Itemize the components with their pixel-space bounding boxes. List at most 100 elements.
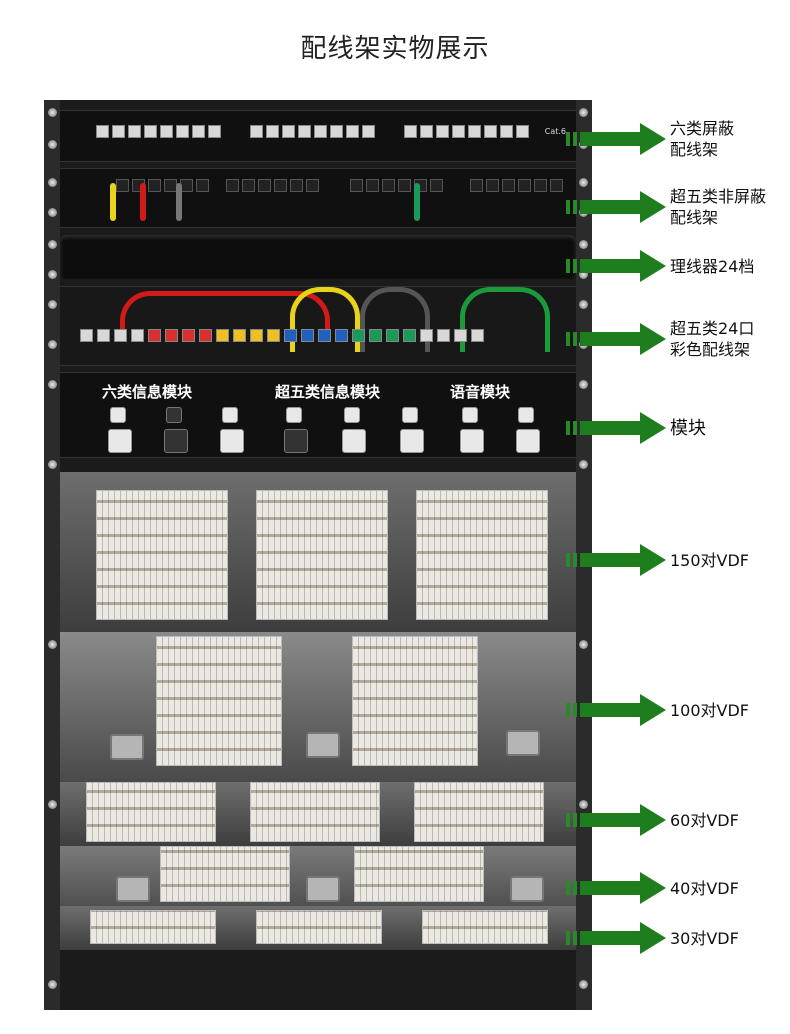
green-arrow-icon	[566, 412, 666, 444]
module-label-cat5e: 超五类信息模块	[275, 383, 381, 401]
module-jack	[222, 407, 238, 423]
screw	[579, 108, 588, 117]
callout-vdf-30: 30对VDF	[566, 922, 739, 954]
screw	[48, 340, 57, 349]
callout-label: 30对VDF	[670, 928, 739, 948]
module-jack	[342, 429, 366, 453]
vdf-block	[256, 910, 382, 944]
callout-vdf-150: 150对VDF	[566, 544, 749, 576]
screw	[579, 300, 588, 309]
callout-label-2: 配线架	[670, 208, 719, 227]
screw	[579, 800, 588, 809]
vdf-60-pair-zone	[60, 782, 576, 846]
cat6-shielded-patch-panel: Cat.6	[60, 110, 576, 162]
cat5e-24-port-color-patch-panel	[60, 286, 576, 366]
callout-modules: 模块	[566, 412, 706, 444]
callout-color-patch-panel: 超五类24口彩色配线架	[566, 318, 754, 360]
vdf-block	[160, 846, 290, 902]
callout-label: 超五类24口	[670, 319, 755, 338]
green-arrow-icon	[566, 544, 666, 576]
module-jack	[518, 407, 534, 423]
module-jack	[462, 407, 478, 423]
callout-label: 150对VDF	[670, 550, 750, 570]
green-cable	[460, 287, 550, 352]
screw	[48, 240, 57, 249]
vdf-block	[96, 490, 228, 620]
cat6-tag: Cat.6	[544, 127, 566, 136]
mounting-bracket	[116, 876, 150, 902]
module-jack	[516, 429, 540, 453]
port-row	[470, 179, 563, 192]
mounting-bracket	[306, 876, 340, 902]
green-arrow-icon	[566, 191, 666, 223]
module-jack	[166, 407, 182, 423]
module-jack	[286, 407, 302, 423]
screw	[48, 460, 57, 469]
callout-label: 模块	[670, 417, 706, 439]
red-cable	[120, 291, 330, 330]
green-arrow-icon	[566, 872, 666, 904]
green-arrow-icon	[566, 323, 666, 355]
screw	[48, 270, 57, 279]
module-jack	[402, 407, 418, 423]
module-label-cat6: 六类信息模块	[102, 383, 193, 401]
green-arrow-icon	[566, 250, 666, 282]
callout-label: 40对VDF	[670, 878, 739, 898]
callout-label: 100对VDF	[670, 700, 750, 720]
screw	[579, 980, 588, 989]
callout-cable-manager: 理线器24档	[566, 250, 754, 282]
gray-cable	[360, 287, 430, 352]
module-jack	[164, 429, 188, 453]
callout-vdf-40: 40对VDF	[566, 872, 739, 904]
mounting-bracket	[506, 730, 540, 756]
screw	[48, 380, 57, 389]
callout-vdf-60: 60对VDF	[566, 804, 739, 836]
screw	[579, 270, 588, 279]
module-label-voice: 语音模块	[450, 383, 511, 401]
vdf-150-pair-zone	[60, 472, 576, 632]
port-row	[250, 125, 375, 138]
mounting-bracket	[306, 732, 340, 758]
module-jack	[460, 429, 484, 453]
vdf-block	[416, 490, 548, 620]
module-jack	[284, 429, 308, 453]
module-jack	[220, 429, 244, 453]
screw	[579, 460, 588, 469]
vdf-block	[250, 782, 380, 842]
vdf-block	[86, 782, 216, 842]
vdf-block	[256, 490, 388, 620]
vdf-block	[352, 636, 478, 766]
screw	[48, 980, 57, 989]
yellow-cable	[290, 287, 360, 352]
color-port-row	[80, 329, 484, 342]
green-arrow-icon	[566, 694, 666, 726]
vdf-30-pair-zone	[60, 906, 576, 950]
left-rail	[44, 100, 60, 1010]
red-cable	[140, 183, 146, 221]
callout-label: 六类屏蔽	[670, 119, 735, 138]
port-row	[116, 179, 209, 192]
screw	[579, 380, 588, 389]
network-rack-photo: Cat.6	[44, 100, 592, 1010]
green-arrow-icon	[566, 804, 666, 836]
callout-cat5e-unshielded: 超五类非屏蔽配线架	[566, 186, 766, 228]
port-row	[226, 179, 319, 192]
vdf-100-pair-zone	[60, 632, 576, 782]
mounting-bracket	[510, 876, 544, 902]
green-arrow-icon	[566, 922, 666, 954]
screw	[48, 800, 57, 809]
modules-panel: 六类信息模块 超五类信息模块 语音模块	[60, 372, 576, 458]
screw	[48, 178, 57, 187]
module-jack	[108, 429, 132, 453]
callout-label: 超五类非屏蔽	[670, 187, 767, 206]
module-jack	[400, 429, 424, 453]
vdf-block	[422, 910, 548, 944]
callout-label: 理线器24档	[670, 256, 755, 276]
screw	[48, 640, 57, 649]
module-jack	[110, 407, 126, 423]
screw	[579, 640, 588, 649]
callout-label-2: 彩色配线架	[670, 340, 751, 359]
green-arrow-icon	[566, 123, 666, 155]
callout-vdf-100: 100对VDF	[566, 694, 749, 726]
port-row	[350, 179, 443, 192]
